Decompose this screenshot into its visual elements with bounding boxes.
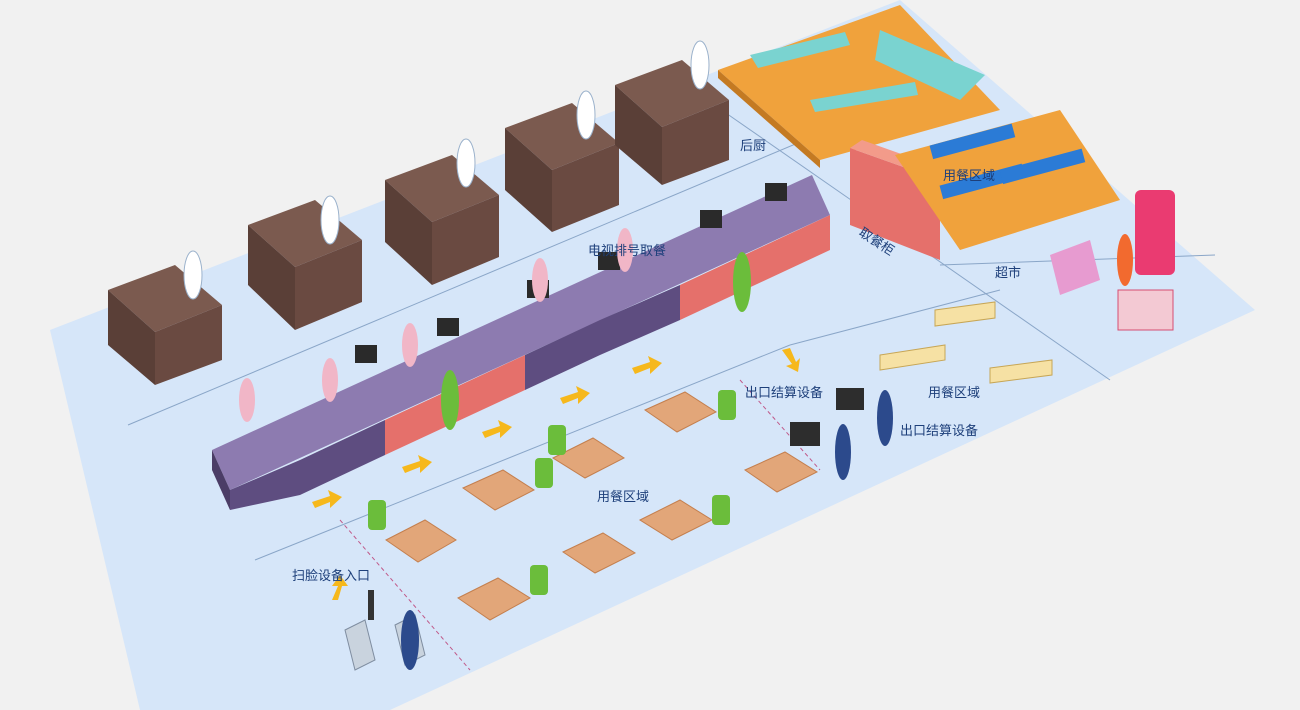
credit-card — [1050, 240, 1100, 295]
arrow — [332, 575, 348, 600]
seat — [548, 425, 566, 455]
monitor — [437, 318, 459, 336]
seat — [530, 565, 548, 595]
label-tv-queue: 电视排号取餐 — [588, 244, 667, 259]
seat — [368, 500, 386, 530]
table — [999, 148, 1086, 185]
seats — [368, 390, 736, 595]
table — [929, 123, 1016, 160]
server — [239, 378, 255, 422]
label-supermarket: 超市 — [995, 266, 1022, 281]
kitchen-counter — [108, 265, 222, 385]
shopper — [1117, 234, 1133, 286]
seat — [718, 390, 736, 420]
phone-display — [1135, 190, 1175, 275]
monitor — [355, 345, 377, 363]
staff — [877, 390, 893, 446]
table — [643, 391, 717, 433]
checkout-device — [790, 422, 820, 446]
label-back-kitchen: 后厨 — [740, 139, 767, 154]
server — [322, 358, 338, 402]
chefs — [183, 40, 710, 300]
table — [551, 437, 625, 479]
customers-at-counter — [239, 228, 751, 430]
customer — [733, 252, 751, 312]
chef — [690, 40, 710, 90]
arrow — [560, 386, 590, 404]
checkout-device — [836, 388, 864, 410]
table — [934, 301, 996, 327]
server — [532, 258, 548, 302]
staff — [835, 424, 851, 480]
table — [879, 344, 946, 371]
label-exit-checkout-2: 出口结算设备 — [900, 424, 979, 439]
right-dining-tables — [879, 301, 1053, 384]
shopping-cart — [1117, 289, 1174, 331]
dining-tables — [385, 391, 819, 621]
label-dining-area-main: 用餐区域 — [597, 490, 650, 505]
table — [561, 532, 637, 574]
upper-right-dining — [895, 110, 1120, 250]
label-dining-area-top: 用餐区域 — [943, 169, 996, 184]
kitchen-counter — [248, 200, 362, 330]
server — [617, 228, 633, 272]
chef — [456, 138, 476, 188]
arrow — [312, 490, 342, 508]
label-face-scan-entrance: 扫脸设备入口 — [292, 569, 371, 584]
flow-arrows — [312, 348, 800, 600]
arrow — [482, 420, 512, 438]
seat — [712, 495, 730, 525]
label-dining-area-right: 用餐区域 — [928, 386, 981, 401]
monitor — [765, 183, 787, 201]
chef — [576, 90, 596, 140]
chef — [183, 250, 203, 300]
arrow — [402, 455, 432, 473]
seat — [535, 458, 553, 488]
table — [989, 359, 1053, 384]
server — [402, 323, 418, 367]
table — [385, 519, 457, 563]
label-exit-checkout-1: 出口结算设备 — [745, 386, 824, 401]
monitor — [700, 210, 722, 228]
face-scan-gate — [344, 590, 426, 671]
table — [461, 469, 535, 511]
upper-dining-zone — [718, 5, 1000, 168]
monitor — [598, 252, 620, 270]
checkout-devices — [790, 388, 893, 480]
staff — [401, 610, 419, 670]
table — [743, 451, 819, 493]
chef — [320, 195, 340, 245]
supermarket-area — [1050, 190, 1175, 331]
arrow — [782, 348, 800, 372]
table — [457, 577, 531, 621]
customer — [441, 370, 459, 430]
arrow — [632, 356, 662, 374]
